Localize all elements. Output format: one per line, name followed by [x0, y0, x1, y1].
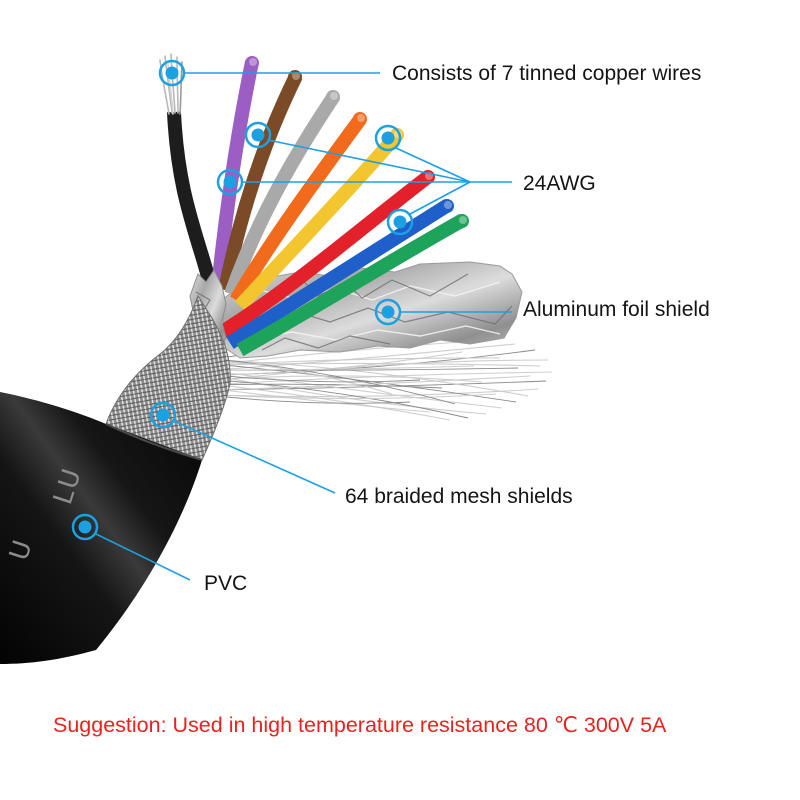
marker-dot [156, 408, 170, 422]
braid-strand [207, 394, 411, 404]
marker-ring [158, 59, 186, 87]
wire-purple-end [245, 56, 259, 70]
foil-label: Aluminum foil shield [523, 298, 710, 321]
marker-dot [251, 128, 265, 142]
marker-dot [381, 131, 395, 145]
callout-marker [244, 121, 272, 149]
wire-blue-end [440, 199, 454, 213]
braided-mesh-shield [105, 294, 231, 461]
pvc-label: PVC [204, 572, 247, 595]
end-highlight [459, 216, 467, 224]
foil-wrinkle [299, 273, 469, 299]
wire-gray-end [326, 90, 340, 104]
callout-marker [158, 59, 186, 87]
wire-red [218, 170, 434, 338]
callout-marker [386, 208, 414, 236]
callout-leaders [95, 72, 512, 581]
braid-strand [223, 359, 456, 405]
wire-gray [224, 92, 340, 297]
wire-orange-end [353, 112, 367, 126]
wire-end-highlights [249, 58, 467, 224]
conductors [159, 53, 469, 357]
wire-yellow [234, 129, 404, 311]
marker-ring [244, 121, 272, 149]
wire-green [236, 213, 467, 357]
braid-strand [207, 369, 503, 409]
marker-ring [149, 401, 177, 429]
marker-ring [386, 208, 414, 236]
marker-ring [216, 168, 244, 196]
wire-blue [226, 199, 452, 349]
copper-strand [179, 61, 183, 115]
jacket-cut-edge [105, 423, 203, 461]
end-highlight [292, 72, 300, 80]
wire-green-end [455, 214, 469, 228]
braid-strand [223, 359, 549, 381]
marker-dot [165, 66, 179, 80]
wire-orange [229, 113, 367, 304]
pvc-leader [95, 533, 191, 581]
wire-black [167, 111, 219, 294]
callout-marker [71, 513, 99, 541]
braid-strand [211, 359, 393, 395]
awg-leader [409, 181, 471, 215]
callout-marker [374, 298, 402, 326]
wire-brown [218, 72, 303, 292]
braid-label: 64 braided mesh shields [345, 485, 573, 508]
awg-leader [395, 147, 471, 183]
foil-wrinkle [261, 335, 391, 351]
braid-strands [207, 337, 553, 421]
marker-ring [374, 124, 402, 152]
marker-dot [78, 520, 92, 534]
braid-strand [215, 388, 539, 398]
awg-leader [267, 139, 471, 183]
end-highlight [444, 201, 452, 209]
end-highlight [249, 58, 257, 66]
callout-marker [374, 124, 402, 152]
callout-marker [149, 401, 177, 429]
callout-marker [216, 168, 244, 196]
marker-dot [381, 305, 395, 319]
braid-strand [219, 393, 497, 400]
end-highlight [357, 114, 365, 122]
marker-dot [393, 215, 407, 229]
end-highlight [330, 92, 338, 100]
braid-leader [173, 420, 336, 494]
braid-strand [207, 362, 541, 367]
braid-strand [223, 351, 463, 376]
marker-ring [374, 298, 402, 326]
braid-strand [211, 365, 475, 371]
pvc-jacket [0, 392, 202, 664]
braid-strand [211, 383, 443, 389]
awg-label: 24AWG [523, 172, 596, 195]
braid-strand [223, 389, 431, 413]
copper-strand [159, 59, 170, 115]
braid-strand [215, 343, 516, 371]
copper-label: Consists of 7 tinned copper wires [392, 62, 701, 85]
braid-strand [215, 374, 421, 383]
braid-strand [215, 379, 469, 419]
suggestion-note: Suggestion: Used in high temperature res… [53, 713, 667, 737]
braid-strand [207, 375, 483, 383]
foil-wrinkle [247, 325, 501, 341]
marker-ring [71, 513, 99, 541]
marker-dot [223, 175, 237, 189]
